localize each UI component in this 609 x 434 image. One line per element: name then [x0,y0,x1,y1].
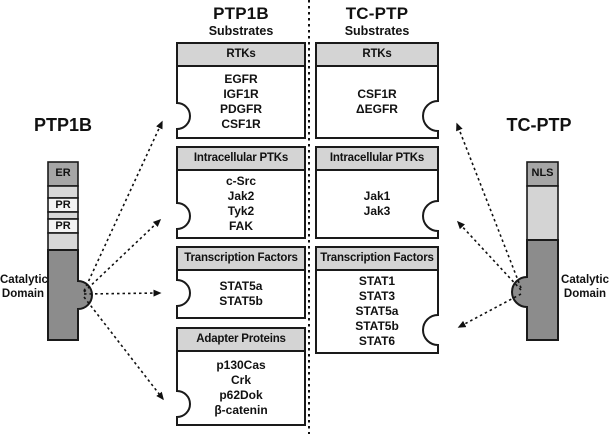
box-header-transcription-factors-right: Transcription Factors [320,252,434,264]
arrow-ptp1b-to-tfs [83,289,162,297]
arrow-tcptp-to-tfs [457,293,522,328]
substrate-box-adapter-proteins-left: p130Cas Crk p62Dok β-catenin [177,351,305,425]
substrate-item: STAT3 [358,289,396,303]
box-body-shape [176,269,306,319]
substrate-item: c-Src [225,174,257,188]
substrate-item: STAT6 [358,334,396,348]
right-column-subtitle: Substrates [344,24,410,38]
arrow-ptp1b-to-ptks [83,218,162,293]
substrate-item: STAT5a [355,304,399,318]
arrow-tcptp-to-rtks [456,122,522,289]
substrate-item: p130Cas [216,358,266,372]
segment-linker [526,185,559,241]
box-header-shape [176,246,306,271]
catalytic-label-line2: Domain [1,287,45,300]
substrate-item: Jak2 [227,189,255,203]
interaction-arrows [83,120,522,401]
box-body-shape [176,169,306,239]
substrate-item: Crk [230,373,251,387]
catalytic-label-line1: Catalytic [0,274,48,286]
box-header-shape [176,327,306,352]
substrate-item: Jak3 [363,204,391,218]
tcptp-catalytic-domain-label: Catalytic Domain [561,274,609,301]
substrate-item: STAT5b [219,294,263,308]
ptp1b-protein-name: PTP1B [33,115,93,135]
left-substrate-boxes [176,42,306,426]
substrate-box-intracellular-ptks-right: Jak1 Jak3 [316,170,438,238]
pr2-segment-label: PR [55,220,71,232]
tcptp-protein-name: TC-PTP [506,115,572,135]
substrate-item: IGF1R [223,87,259,101]
substrate-item: CSF1R [357,87,397,101]
tcptp-protein-bar [511,161,559,341]
catalytic-label-line1: Catalytic [561,274,609,286]
catalytic-label-line2: Domain [563,287,607,300]
box-body-shape [176,350,306,426]
arrow-ptp1b-to-adapters [83,296,164,401]
substrate-box-rtks-left: EGFR IGF1R PDGFR CSF1R [177,66,305,138]
segment-catalytic-domain [47,249,93,341]
substrate-item: ΔEGFR [356,102,398,116]
box-body-shape [315,269,439,354]
box-header-adapter-proteins-left: Adapter Proteins [196,333,286,345]
substrate-item: β-catenin [214,403,268,417]
pr1-segment-label: PR [55,199,71,211]
box-header-shape [315,146,439,171]
substrate-item: STAT5b [355,319,399,333]
ptp1b-protein-bar [47,161,93,341]
box-header-rtks-right: RTKs [362,48,392,60]
substrate-item: CSF1R [221,117,261,131]
substrate-item: FAK [229,219,253,233]
substrate-item: Jak1 [363,189,391,203]
segment-linker [47,232,79,251]
box-body-shape [315,65,439,139]
box-header-transcription-factors-left: Transcription Factors [184,252,298,264]
substrate-box-intracellular-ptks-left: c-Src Jak2 Tyk2 FAK [177,170,305,238]
right-column-title: TC-PTP [345,4,409,23]
substrate-item: p62Dok [219,388,263,402]
box-body-shape [176,65,306,139]
box-header-intracellular-ptks-left: Intracellular PTKs [193,152,289,164]
arrow-ptp1b-to-rtks [83,120,163,292]
substrate-box-rtks-right: CSF1R ΔEGFR [316,66,438,138]
left-column-title: PTP1B [213,4,269,23]
left-column-subtitle: Substrates [208,24,274,38]
box-body-shape [315,169,439,239]
arrow-tcptp-to-ptks [456,220,522,291]
substrate-item: STAT5a [219,279,263,293]
segment-catalytic-domain [511,239,559,341]
ptp1b-catalytic-domain-label: Catalytic Domain [0,274,48,301]
box-header-shape [315,246,439,271]
nls-segment-label: NLS [531,167,554,179]
box-header-rtks-left: RTKs [226,48,256,60]
substrate-item: STAT1 [358,274,396,288]
box-header-intracellular-ptks-right: Intracellular PTKs [329,152,425,164]
segment-linker [47,211,79,220]
substrate-box-transcription-factors-right: STAT1 STAT3 STAT5a STAT5b STAT6 [316,270,438,353]
box-header-shape [176,42,306,67]
box-header-shape [315,42,439,67]
right-substrate-boxes [315,42,439,354]
substrate-item: PDGFR [220,102,262,116]
er-segment-label: ER [55,167,71,179]
substrate-item: Tyk2 [227,204,255,218]
substrate-item: EGFR [224,72,258,86]
substrate-box-transcription-factors-left: STAT5a STAT5b [177,270,305,318]
box-header-shape [176,146,306,171]
segment-linker [47,185,79,199]
